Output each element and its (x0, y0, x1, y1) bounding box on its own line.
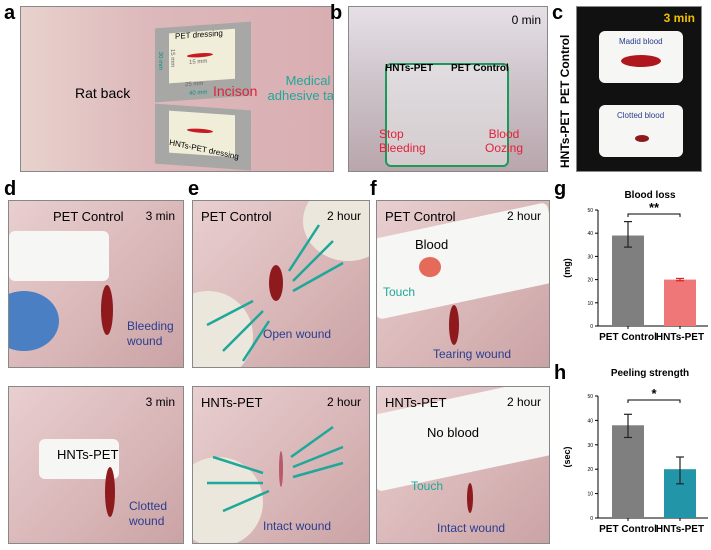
time-label: 2 hour (326, 209, 361, 223)
photo-d-top: PET Control 3 min Bleeding wound (8, 200, 184, 368)
panel-title: PET Control (385, 209, 456, 224)
x-tick-label: HNTs-PET (656, 524, 704, 535)
y-tick-label: 30 (587, 443, 593, 449)
time-label: 2 hour (506, 395, 541, 409)
clotted-label: Clotted blood (617, 111, 665, 120)
dressing-outline (385, 63, 509, 167)
significance-label: ** (649, 200, 660, 215)
stretch-arrows (207, 425, 344, 513)
time-label: 2 hour (326, 395, 361, 409)
bar (612, 425, 644, 518)
photo-rat-back: Rat back PET dressing 15 mm 25 mm 40 mm … (20, 6, 334, 172)
dim-label: 15 mm (189, 58, 208, 66)
panel-label-d: d (4, 178, 17, 200)
dim-label: 30 mm (157, 51, 164, 71)
y-tick-label: 50 (587, 208, 593, 214)
hnts-label: HNTs-PET (385, 63, 434, 74)
photo-f-top: PET Control 2 hour Blood Touch Tearing w… (376, 200, 550, 368)
y-tick-label: 40 (587, 231, 593, 237)
significance-bracket (627, 213, 681, 217)
y-axis-label: (sec) (562, 446, 572, 467)
y-axis-label: (mg) (562, 258, 572, 278)
panel-label-e: e (188, 178, 200, 200)
caption: Open wound (263, 327, 332, 341)
y-tick-label: 20 (587, 278, 593, 284)
x-tick-label: PET Control (599, 524, 657, 535)
incision-label: Incison (213, 83, 258, 99)
caption: Intact wound (437, 521, 506, 535)
panel-title: HNTs-PET (201, 395, 263, 410)
row-label-hnts: HNTs-PET (558, 110, 572, 168)
photo-b: 0 min HNTs-PET PET Control Stop Bleeding… (348, 6, 548, 172)
stretch-arrows (206, 224, 344, 362)
control-label: PET Control (451, 63, 509, 74)
y-tick-label: 0 (590, 516, 593, 522)
chart-title: Peeling strength (611, 368, 689, 379)
caption: Tearing wound (433, 347, 512, 361)
panel-label-g: g (554, 178, 567, 200)
chart-title: Blood loss (624, 190, 676, 201)
touch-label: Touch (411, 479, 444, 493)
blood-label: Blood (415, 237, 449, 252)
hnts-dressing-diagram: HNTs-PET dressing (155, 103, 251, 171)
tape-label: Medical adhesive tape (267, 73, 334, 103)
time-label: 3 min (145, 395, 175, 409)
panel-label-h: h (554, 362, 567, 384)
panel-title: PET Control (53, 209, 124, 224)
x-tick-label: PET Control (599, 332, 657, 343)
time-label: 0 min (511, 13, 541, 27)
stop-bleeding-label: Stop Bleeding (379, 127, 426, 155)
dim-label: 25 mm (185, 80, 204, 89)
rat-back-label: Rat back (75, 85, 131, 101)
photo-e-bottom: HNTs-PET 2 hour Intact wound (192, 386, 370, 544)
touch-label: Touch (383, 285, 416, 299)
photo-c: 3 min Madid blood Clotted blood (576, 6, 702, 172)
panel-label-b: b (330, 2, 343, 24)
dim-label: 15 mm (169, 48, 176, 68)
blood-oozing-label: Blood Oozing (484, 127, 524, 155)
panel-title: HNTs-PET (57, 447, 119, 462)
photo-e-top: PET Control 2 hour Open wound (192, 200, 370, 368)
significance-bracket (627, 399, 681, 403)
dim-label: 40 mm (189, 89, 208, 97)
madid-label: Madid blood (619, 37, 663, 46)
x-tick-label: HNTs-PET (656, 332, 704, 343)
caption: Bleeding wound (127, 319, 174, 348)
bar (612, 235, 644, 326)
y-tick-label: 50 (587, 394, 593, 400)
y-tick-label: 0 (590, 324, 593, 330)
panel-title: HNTs-PET (385, 395, 447, 410)
row-label-control: PET Control (558, 34, 572, 104)
caption: Intact wound (263, 519, 332, 533)
caption: Clotted wound (129, 499, 168, 528)
time-label: 3 min (663, 11, 695, 25)
panel-label-a: a (4, 2, 16, 24)
panel-label-f: f (370, 178, 377, 200)
panel-label-c: c (552, 2, 564, 24)
y-tick-label: 40 (587, 418, 593, 424)
y-tick-label: 30 (587, 254, 593, 260)
photo-f-bottom: HNTs-PET 2 hour No blood Touch Intact wo… (376, 386, 550, 544)
y-tick-label: 10 (587, 301, 593, 307)
no-blood-label: No blood (427, 425, 480, 440)
significance-label: * (651, 386, 657, 401)
time-label: 2 hour (506, 209, 541, 223)
bar (664, 279, 696, 326)
photo-d-bottom: 3 min HNTs-PET Clotted wound (8, 386, 184, 544)
panel-title: PET Control (201, 209, 272, 224)
y-tick-label: 20 (587, 467, 593, 473)
time-label: 3 min (145, 209, 175, 223)
y-tick-label: 10 (587, 492, 593, 498)
